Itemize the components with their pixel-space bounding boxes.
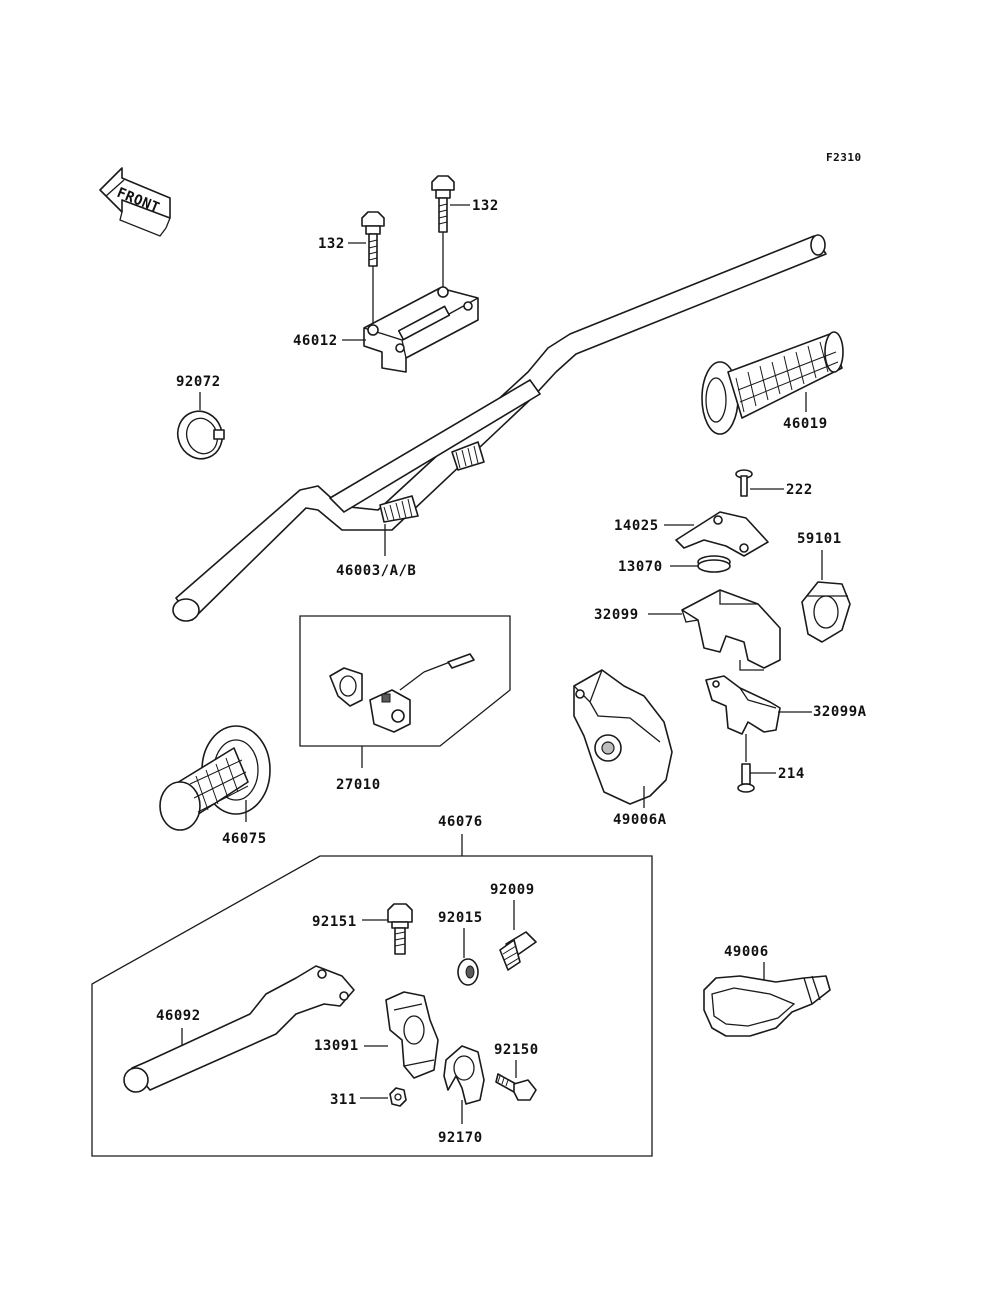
label-49006: 49006 bbox=[724, 944, 769, 960]
lower-housing-icon bbox=[705, 675, 781, 735]
nut-311-icon bbox=[389, 1087, 407, 1107]
label-132-right: 132 bbox=[472, 198, 499, 214]
label-92072: 92072 bbox=[176, 374, 221, 390]
label-32099a: 32099A bbox=[813, 704, 867, 720]
left-grip-icon bbox=[159, 725, 271, 831]
label-92151: 92151 bbox=[312, 914, 357, 930]
label-92170: 92170 bbox=[438, 1130, 483, 1146]
adjuster-icon bbox=[499, 931, 537, 971]
throttle-cover-icon bbox=[573, 669, 673, 805]
label-13070: 13070 bbox=[618, 559, 663, 575]
screw-214-icon bbox=[737, 763, 755, 793]
lever-boot-icon bbox=[703, 975, 831, 1037]
label-92015: 92015 bbox=[438, 910, 483, 926]
figure-code: F2310 bbox=[826, 151, 862, 164]
label-92009: 92009 bbox=[490, 882, 535, 898]
bolt-92150-icon bbox=[495, 1073, 537, 1101]
screw-222-icon bbox=[735, 469, 753, 497]
bolt-92151-icon bbox=[387, 903, 413, 955]
switch-case-icon bbox=[801, 581, 851, 643]
label-46019: 46019 bbox=[783, 416, 828, 432]
seal-ring-icon bbox=[697, 555, 731, 573]
label-46012: 46012 bbox=[293, 333, 338, 349]
label-46092: 46092 bbox=[156, 1008, 201, 1024]
label-49006a: 49006A bbox=[613, 812, 667, 828]
handlebar-clamp-icon bbox=[363, 286, 479, 373]
lever-holder-icon bbox=[385, 991, 439, 1079]
label-14025: 14025 bbox=[614, 518, 659, 534]
label-92150: 92150 bbox=[494, 1042, 539, 1058]
label-32099: 32099 bbox=[594, 607, 639, 623]
label-222: 222 bbox=[786, 482, 813, 498]
label-46075: 46075 bbox=[222, 831, 267, 847]
locknut-icon bbox=[457, 958, 479, 986]
label-311: 311 bbox=[330, 1092, 357, 1108]
lever-clamp-icon bbox=[443, 1045, 485, 1105]
lever-assembly-frame bbox=[91, 855, 653, 1157]
band-ring-icon bbox=[176, 410, 225, 460]
switch-kit-frame bbox=[299, 615, 511, 747]
label-132-left: 132 bbox=[318, 236, 345, 252]
label-214: 214 bbox=[778, 766, 805, 782]
label-13091: 13091 bbox=[314, 1038, 359, 1054]
throttle-grip-icon bbox=[701, 331, 844, 435]
bolt-132-left-icon bbox=[361, 211, 385, 267]
label-27010: 27010 bbox=[336, 777, 381, 793]
label-46076: 46076 bbox=[438, 814, 483, 830]
front-arrow-icon: FRONT bbox=[99, 167, 171, 237]
label-46003: 46003/A/B bbox=[336, 563, 416, 579]
handlebar-icon bbox=[172, 234, 827, 622]
bracket-icon bbox=[675, 511, 769, 557]
kill-switch-icon bbox=[329, 653, 475, 733]
clutch-lever-icon bbox=[123, 965, 355, 1093]
bolt-132-right-icon bbox=[431, 175, 455, 233]
label-59101: 59101 bbox=[797, 531, 842, 547]
throttle-housing-icon bbox=[681, 589, 781, 671]
